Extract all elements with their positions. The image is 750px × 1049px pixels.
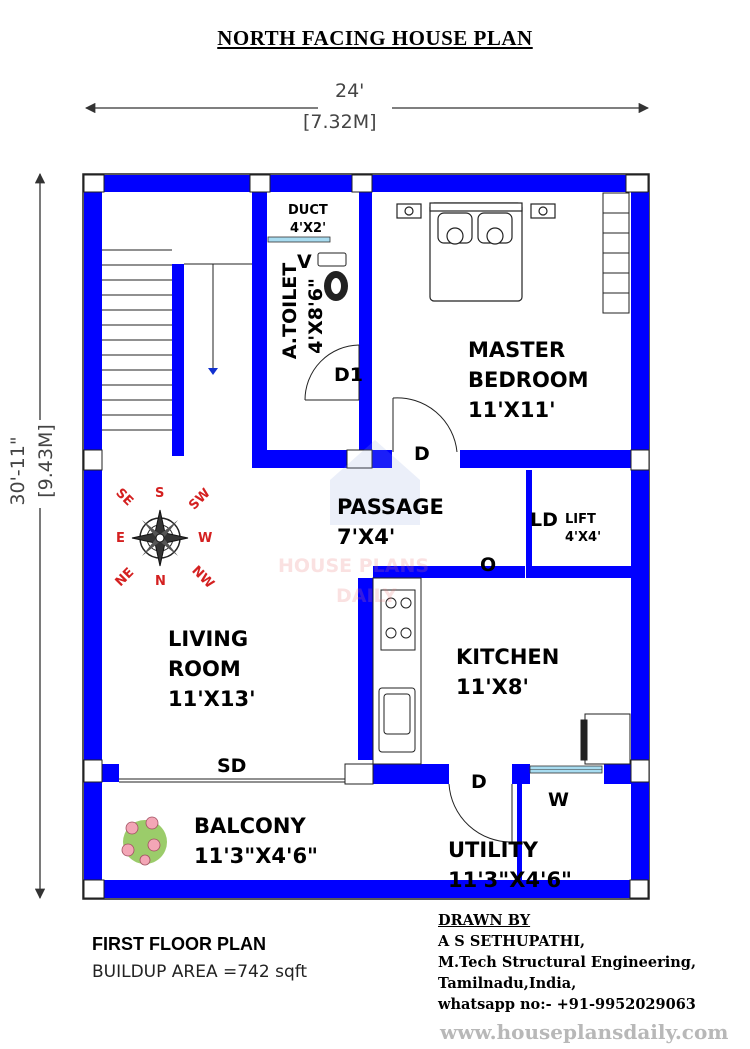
window-label: W (548, 789, 569, 811)
compass-e: E (116, 531, 125, 546)
buildup-area: BUILDUP AREA =742 sqft (92, 962, 308, 982)
kitchen-size: 11'X8' (456, 675, 529, 699)
duct-label: DUCT (288, 203, 328, 218)
ventilator-label: V (297, 251, 312, 273)
compass-w: W (198, 531, 213, 546)
watermark-line2: DAILY (336, 585, 397, 607)
duct-size: 4'X2' (290, 221, 327, 236)
passage-size: 7'X4' (337, 525, 396, 549)
bed (396, 202, 556, 302)
balcony-size: 11'3"X4'6" (194, 844, 318, 868)
width-m-label: [7.32M] (303, 111, 377, 133)
doors (119, 344, 513, 843)
lift-size: 4'X4' (565, 530, 602, 545)
utility-label: UTILITY (448, 838, 538, 862)
balcony-label: BALCONY (194, 814, 306, 838)
credits-heading: DRAWN BY (438, 912, 531, 929)
floor-name: FIRST FLOOR PLAN (92, 934, 266, 954)
credits-contact: whatsapp no:- +91-9952029063 (438, 996, 696, 1013)
kitchen-counter (372, 577, 631, 765)
page-title: NORTH FACING HOUSE PLAN (217, 26, 533, 50)
master-bedroom-label-1: MASTER (468, 338, 566, 362)
kitchen-label: KITCHEN (456, 645, 560, 669)
compass-s: S (155, 486, 165, 501)
master-bedroom-size: 11'X11' (468, 398, 556, 422)
compass-n: N (155, 574, 166, 589)
toilet-fixture (317, 252, 348, 301)
bedroom-door-label: D (414, 443, 430, 465)
passage-label: PASSAGE (337, 495, 444, 519)
living-room-label-2: ROOM (168, 657, 241, 681)
staircase (102, 249, 252, 431)
sliding-door-label: SD (217, 755, 247, 777)
credits-name: A S SETHUPATHI, (438, 933, 586, 950)
lift-label: LIFT (565, 512, 596, 527)
wardrobe (602, 192, 630, 314)
utility-door-label: D (471, 771, 487, 793)
living-room-label-1: LIVING (168, 627, 249, 651)
website-label[interactable]: www.houseplansdaily.com (440, 1020, 729, 1044)
dimension-lines (34, 102, 650, 900)
columns (83, 174, 650, 899)
watermark-logo (330, 440, 420, 525)
utility-size: 11'3"X4'6" (448, 868, 572, 892)
height-ft-label: 30'-11" (7, 436, 29, 506)
watermark-line1: HOUSE PLANS (278, 555, 430, 577)
credits-qualification: M.Tech Structural Engineering, (438, 954, 696, 971)
master-bedroom-label-2: BEDROOM (468, 368, 589, 392)
credits-location: Tamilnadu,India, (438, 975, 577, 992)
toilet-size: 4'X8'6" (305, 278, 327, 354)
lift-door-label: LD (530, 509, 558, 531)
width-ft-label: 24' (335, 80, 365, 102)
plant-decoration (121, 816, 167, 866)
opening-label: O (480, 554, 497, 576)
toilet-door-label: D1 (334, 364, 363, 386)
walls (84, 175, 649, 898)
height-m-label: [9.43M] (35, 424, 57, 498)
compass-rose (131, 509, 189, 567)
living-room-size: 11'X13' (168, 687, 256, 711)
